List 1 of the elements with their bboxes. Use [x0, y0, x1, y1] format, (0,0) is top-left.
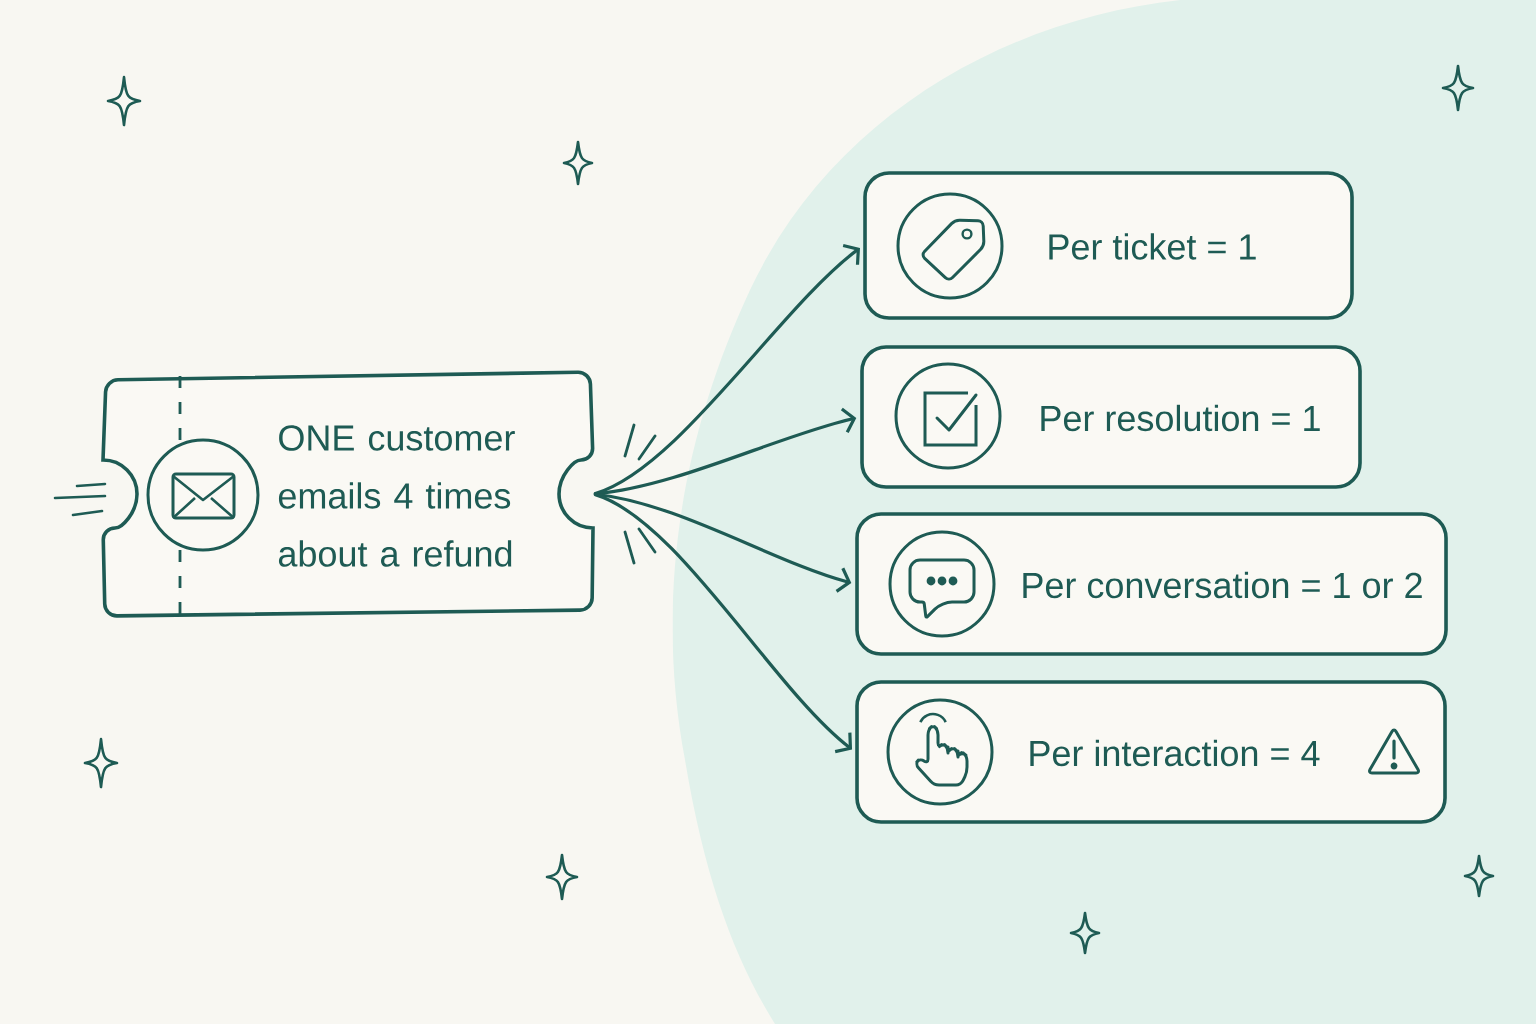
- ticket-box: ONE customer emails 4 times about a refund: [101, 370, 595, 618]
